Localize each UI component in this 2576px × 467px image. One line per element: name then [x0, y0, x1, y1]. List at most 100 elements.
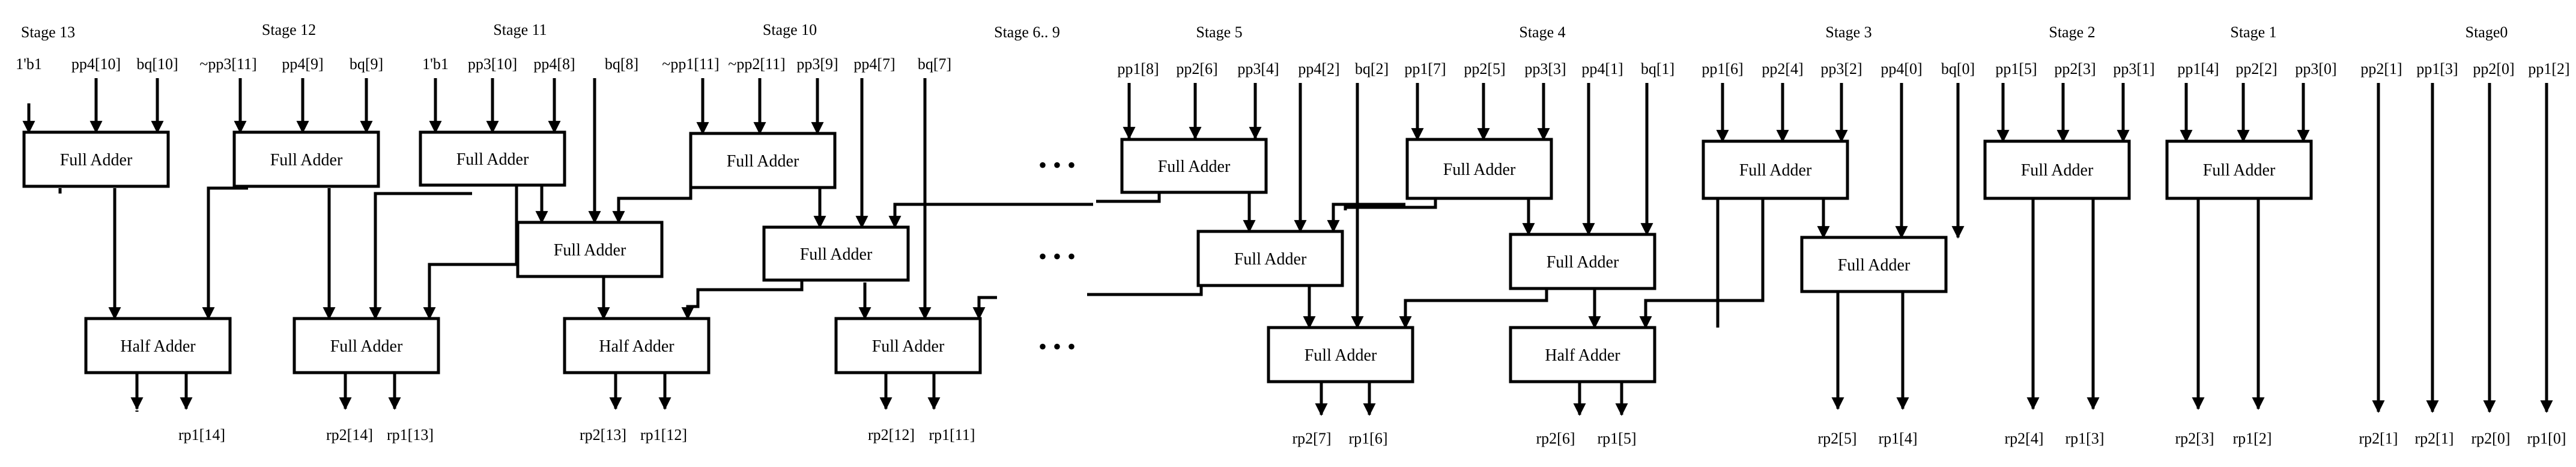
stage-title-4: Stage 4	[1519, 23, 1565, 41]
stage-title-2: Stage 2	[2049, 23, 2095, 41]
stage-title-11: Stage 11	[493, 21, 547, 38]
adder-label: Full Adder	[872, 337, 945, 356]
input-label: pp3[0]	[2295, 60, 2336, 78]
full-adder-box	[1800, 236, 1948, 293]
stage-title-6-9: Stage 6.. 9	[994, 23, 1060, 41]
input-label: pp3[9]	[796, 55, 838, 73]
adder-label: Full Adder	[727, 152, 799, 171]
input-label: pp1[7]	[1404, 60, 1446, 78]
wire-arrow	[888, 203, 1093, 229]
output-label: rp2[3]	[2175, 430, 2214, 447]
input-label: pp2[5]	[1464, 60, 1505, 78]
full-adder-box	[834, 317, 982, 374]
output-label: rp1[14]	[178, 426, 225, 444]
wire-arrow	[1327, 203, 1405, 233]
output-label: rp2[13]	[580, 426, 626, 444]
input-label: pp3[4]	[1237, 60, 1279, 78]
full-adder-box	[1267, 326, 1414, 383]
adder-label: Full Adder	[1739, 161, 1812, 180]
output-label: rp2[4]	[2005, 430, 2044, 447]
input-label: pp3[1]	[2113, 60, 2154, 78]
input-label: pp4[1]	[1581, 60, 1623, 78]
input-label: pp1[5]	[1995, 60, 2037, 78]
adder-label: Full Adder	[800, 245, 873, 264]
wire-arrow	[1639, 198, 1765, 329]
input-label: pp4[7]	[853, 55, 895, 73]
input-label: pp3[2]	[1820, 60, 1862, 78]
stage-title-0: Stage0	[2465, 23, 2508, 41]
output-label: rp2[1]	[2415, 430, 2454, 447]
full-adder-box	[1196, 230, 1344, 287]
adder-label: Full Adder	[1547, 253, 1619, 272]
output-label: rp2[5]	[1818, 430, 1857, 447]
output-label: rp1[4]	[1879, 430, 1918, 447]
input-label: pp1[4]	[2177, 60, 2219, 78]
output-label: rp1[6]	[1349, 430, 1388, 447]
adder-label: Full Adder	[1443, 160, 1516, 179]
wire-arrow	[369, 192, 472, 320]
input-label: bq[10]	[136, 55, 178, 73]
ellipsis: • • •	[1038, 243, 1076, 270]
stage-title-10: Stage 10	[763, 21, 817, 38]
full-adder-box	[2165, 139, 2313, 200]
ellipsis: • • •	[1038, 151, 1076, 179]
stage-title-13: Stage 13	[21, 23, 75, 41]
wire-arrow	[1399, 288, 1548, 329]
full-adder-box	[689, 132, 837, 189]
input-label: ~pp3[11]	[199, 55, 256, 73]
adder-label: Full Adder	[2203, 161, 2276, 180]
half-adder-box	[1509, 326, 1656, 383]
output-label: rp2[0]	[2471, 430, 2511, 447]
adder-label: Full Adder	[456, 150, 529, 169]
input-label: pp4[8]	[533, 55, 575, 73]
input-label: pp2[2]	[2235, 60, 2277, 78]
adder-label: Full Adder	[1838, 256, 1911, 275]
stage-title-1: Stage 1	[2230, 23, 2276, 41]
half-adder-box	[84, 317, 232, 374]
input-label: pp4[9]	[282, 55, 323, 73]
input-label: pp4[10]	[71, 55, 121, 73]
adder-label: Half Adder	[1545, 346, 1620, 365]
wire-arrow	[423, 185, 518, 320]
input-label: bq[0]	[1941, 60, 1975, 78]
output-label: rp1[13]	[387, 426, 434, 444]
input-label: 1'b1	[422, 55, 449, 73]
adder-label: Full Adder	[330, 337, 403, 356]
input-label: pp1[8]	[1117, 60, 1159, 78]
full-adder-box	[419, 130, 566, 187]
input-label: pp3[10]	[468, 55, 517, 73]
output-label: rp2[12]	[868, 426, 915, 444]
output-label: rp1[0]	[2527, 430, 2566, 447]
wire-arrow	[612, 188, 692, 224]
input-label: pp1[6]	[1702, 60, 1743, 78]
full-adder-box	[1405, 138, 1553, 200]
adder-label: Full Adder	[1305, 346, 1377, 365]
input-label: pp2[3]	[2054, 60, 2096, 78]
adder-label: Full Adder	[1158, 157, 1231, 176]
input-label: bq[2]	[1355, 60, 1389, 78]
output-label: rp2[6]	[1536, 430, 1575, 447]
input-label: pp3[3]	[1524, 60, 1566, 78]
input-labels: 1'b1 pp4[10] bq[10] ~pp3[11] pp4[9] bq[9…	[16, 55, 2570, 78]
full-adder-box	[292, 317, 440, 374]
input-label: pp2[6]	[1176, 60, 1217, 78]
full-adder-box	[516, 221, 664, 278]
full-adder-box	[1120, 138, 1268, 194]
adder-boxes	[22, 130, 2313, 383]
wire-arrow	[1096, 194, 1161, 203]
input-label: bq[1]	[1641, 60, 1674, 78]
input-label: bq[8]	[605, 55, 638, 73]
input-label: ~pp2[11]	[728, 55, 785, 73]
ellipsis: • • •	[1038, 333, 1076, 360]
adder-label: Full Adder	[270, 151, 343, 169]
input-label: pp2[4]	[1762, 60, 1803, 78]
full-adder-box	[1702, 139, 1849, 200]
half-adder-box	[563, 317, 711, 374]
full-adder-box	[22, 130, 170, 188]
output-label: rp2[14]	[326, 426, 373, 444]
input-label: 1'b1	[16, 55, 42, 73]
output-label: rp2[1]	[2359, 430, 2398, 447]
adder-label: Full Adder	[554, 241, 626, 260]
adder-label: Half Adder	[120, 337, 196, 356]
